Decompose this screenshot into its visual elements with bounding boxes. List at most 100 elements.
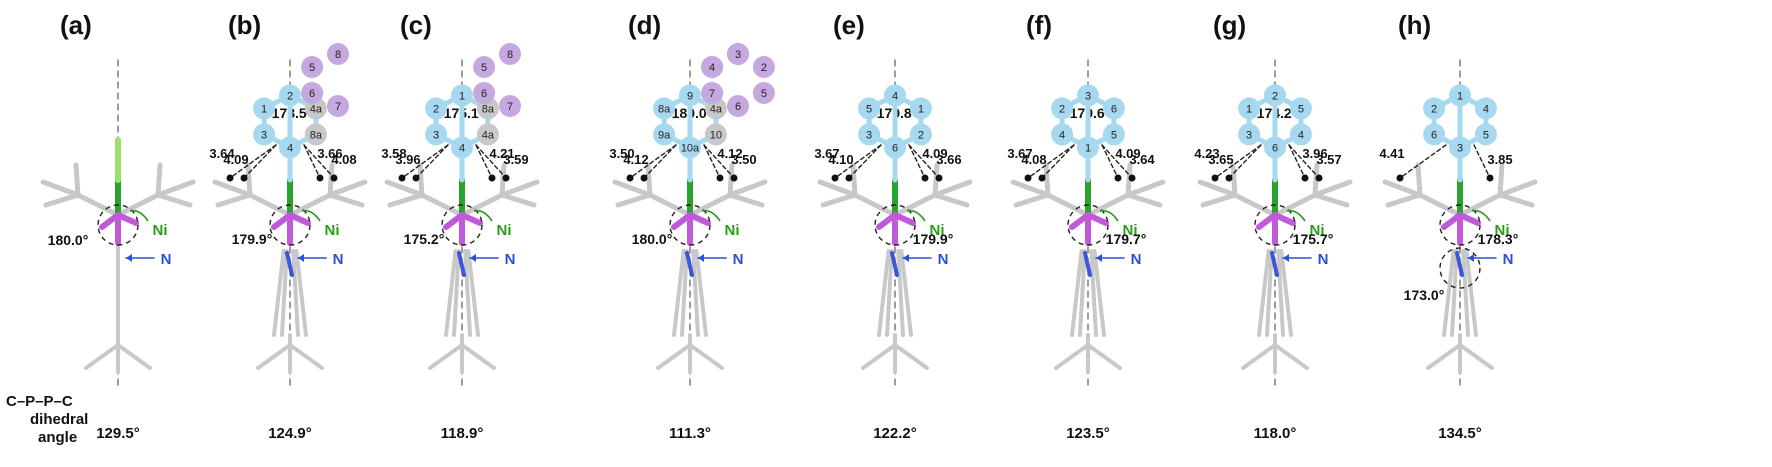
lower-tube-e-1 (885, 249, 894, 337)
contact-atom-b-0 (226, 174, 234, 182)
arm-tip3-c-0 (417, 162, 425, 198)
atom-d-10 (752, 82, 775, 104)
lower-branch-b-2 (288, 343, 324, 370)
contact-line-c-2 (475, 144, 493, 179)
atom-b-0-label: 2 (287, 90, 293, 102)
contact-atom-e-0 (831, 174, 839, 182)
arm-h-0 (1417, 192, 1463, 218)
arm-tip2-b-0 (215, 192, 253, 208)
nitrogen-bond-g (1270, 251, 1279, 277)
dihedral-c: 118.9° (441, 425, 484, 442)
arm-tip3-f-1 (1125, 162, 1133, 198)
contact-atom-e-1 (845, 174, 853, 182)
contact-line-g-1 (1228, 144, 1262, 179)
panel-label-c: (c) (400, 10, 432, 40)
atom-e-0-label: 4 (892, 90, 898, 102)
distance-d-1: 4.12 (623, 152, 648, 167)
lower-tube-f-3 (1092, 249, 1106, 337)
atom-c-8-label: 6 (481, 88, 487, 100)
atom-d-4-label: 10 (710, 129, 722, 141)
atom-d-13 (701, 56, 724, 78)
atom-d-0 (679, 84, 701, 107)
lower-branch-b-1 (256, 343, 292, 370)
extra-angle-arc-h (1439, 247, 1481, 289)
arm-tip1-a-1 (155, 179, 196, 198)
dihedral-g: 118.0° (1254, 425, 1297, 442)
atom-b-5-label: 4a (310, 103, 323, 115)
arm-tip3-d-1 (727, 162, 735, 198)
distance-d-3: 3.50 (731, 152, 756, 167)
atom-c-3-label: 4 (459, 142, 465, 154)
distance-c-1: 3.96 (395, 152, 420, 167)
atom-c-4 (476, 123, 499, 146)
atom-b-3 (279, 136, 301, 159)
atom-f-0-label: 3 (1085, 90, 1091, 102)
atom-e-4 (909, 123, 932, 146)
bottom-angle-a: 180.0° (48, 232, 89, 248)
arm-c-0 (419, 192, 465, 218)
contact-line-f-3 (1101, 144, 1133, 179)
nitrogen-bond-b (285, 251, 294, 277)
arm-tip2-g-1 (1312, 192, 1350, 208)
atom-d-13-label: 4 (709, 62, 715, 74)
n-label-f: N (1131, 251, 1142, 268)
atom-f-3 (1077, 136, 1099, 159)
lower-tube-e-3 (899, 249, 913, 337)
lower-branch-g-1 (1241, 343, 1277, 370)
atom-e-2 (858, 123, 881, 146)
lower-branch-g-2 (1273, 343, 1309, 370)
atom-h-4 (1474, 123, 1497, 146)
arm-tip2-d-0 (615, 192, 653, 208)
atom-c-4-label: 4a (482, 129, 495, 141)
panel-e: (e)NiN179.9°179.8°4536213.674.104.093.66… (814, 10, 973, 442)
contact-line-c-1 (415, 144, 449, 179)
n-arrowhead-b (298, 254, 304, 262)
ni-label-a: Ni (153, 222, 168, 239)
contact-line-c-0 (401, 144, 449, 179)
atom-e-5-label: 1 (918, 103, 924, 115)
arm-tip3-a-0 (73, 162, 81, 198)
lower-tube-d-3 (694, 249, 708, 337)
contact-line-b-1 (243, 144, 277, 179)
atom-e-3 (884, 136, 906, 159)
arm-g-0 (1232, 192, 1278, 218)
distance-f-3: 3.64 (1129, 152, 1155, 167)
lower-tube-h-2 (1461, 249, 1470, 337)
distance-d-0: 3.50 (609, 146, 634, 161)
nitrogen-bond-c (457, 251, 466, 277)
distance-c-0: 3.58 (381, 146, 406, 161)
n-label-b: N (333, 251, 344, 268)
bottom-angle-d: 180.0° (632, 231, 673, 247)
lower-tube-e-2 (896, 249, 905, 337)
arm-tip2-c-0 (387, 192, 425, 208)
lower-tube-f-0 (1070, 249, 1084, 337)
atom-f-2 (1051, 123, 1074, 146)
contact-atom-f-1 (1038, 174, 1046, 182)
n-arrowhead-e (903, 254, 909, 262)
atom-d-1-label: 8a (658, 103, 671, 115)
atom-b-1 (253, 97, 276, 120)
atom-b-8 (301, 82, 324, 104)
atom-b-0 (279, 84, 301, 107)
lower-tube-g-3 (1279, 249, 1293, 337)
angle-arc-h (1439, 204, 1481, 246)
atom-f-4 (1102, 123, 1125, 146)
lower-tube-b-1 (280, 249, 289, 337)
atom-d-2-label: 9a (658, 129, 671, 141)
bottom-angle-b: 179.9° (232, 231, 273, 247)
contact-line-d-0 (629, 144, 677, 179)
contact-line-h-0 (1399, 144, 1447, 179)
arm-tip1-g-0 (1197, 179, 1238, 198)
arm-b-1 (287, 192, 333, 218)
atom-c-8 (473, 82, 496, 104)
atom-d-9-label: 6 (735, 101, 741, 113)
atom-b-6 (327, 43, 349, 65)
arm-h-1 (1457, 192, 1503, 218)
lower-tube-h-3 (1464, 249, 1478, 337)
lower-tube-f-2 (1089, 249, 1098, 337)
panel-label-f: (f) (1026, 10, 1052, 40)
ni-arrow-a (129, 209, 149, 222)
contact-atom-h-1 (1486, 174, 1494, 182)
